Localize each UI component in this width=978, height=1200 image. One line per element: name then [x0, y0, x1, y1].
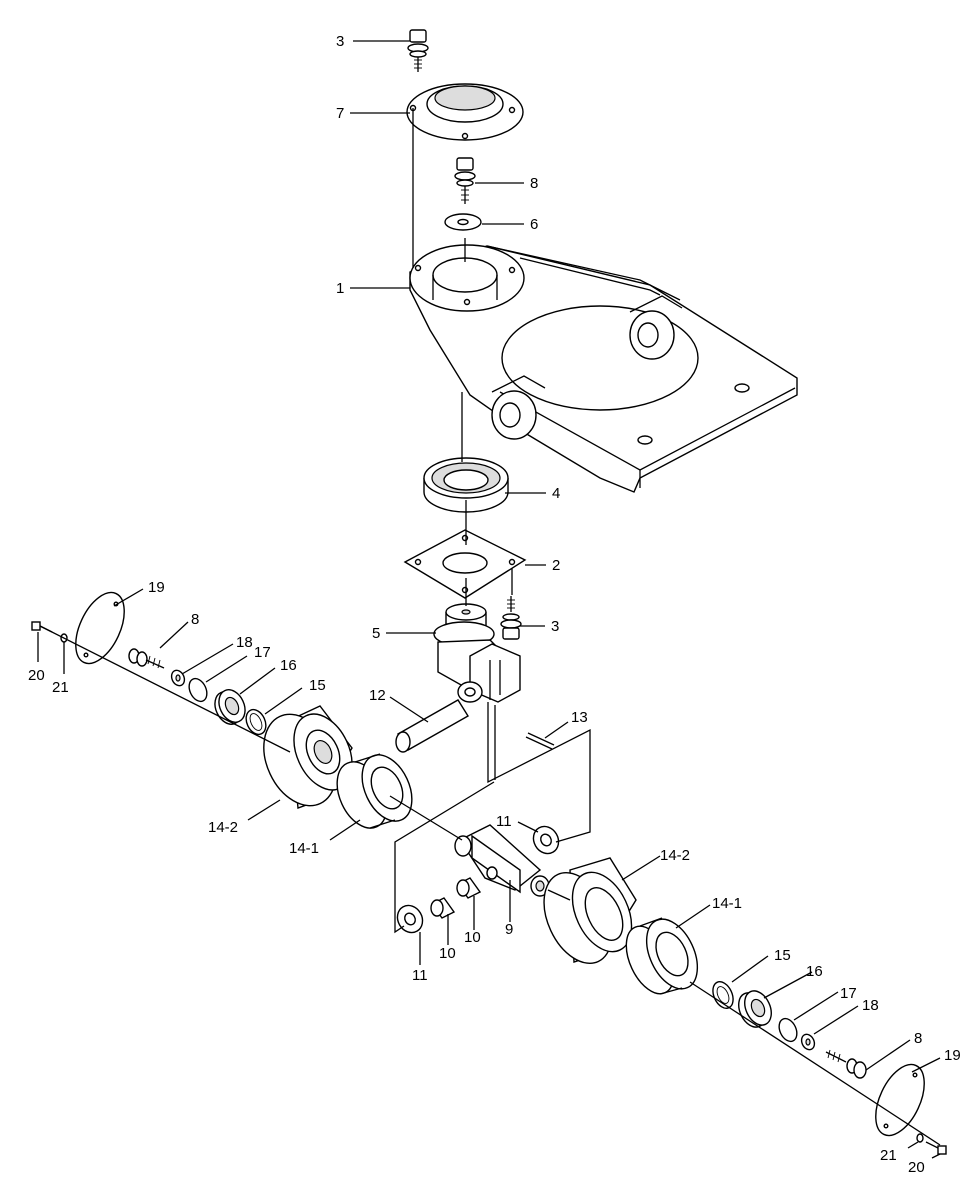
part-10-sleeve-b: [456, 877, 482, 899]
callout-3-mid: 3: [551, 618, 559, 635]
part-16-bearing-left: [214, 689, 246, 725]
callout-1: 1: [336, 280, 344, 297]
callout-7: 7: [336, 105, 344, 122]
part-6-washer: [444, 213, 482, 231]
callout-16-left: 16: [280, 657, 297, 674]
part-5-fork-kingpin: [433, 603, 521, 703]
callout-21-left: 21: [52, 679, 69, 696]
callout-10-b: 10: [464, 929, 481, 946]
part-4-bearing: [423, 457, 509, 513]
callout-14-1-left: 14-1: [289, 840, 319, 857]
pivot-boss-left: [491, 390, 537, 440]
part-14-2-tyre-right: [543, 857, 637, 965]
part-3-top-bolt: [407, 29, 429, 72]
callout-17-right: 17: [840, 985, 857, 1002]
callout-5: 5: [372, 625, 380, 642]
callout-8-top: 8: [530, 175, 538, 192]
part-8-bolt-left: [128, 648, 165, 669]
callout-2: 2: [552, 557, 560, 574]
pivot-boss-right: [629, 310, 675, 360]
part-11-washer-top: [532, 825, 560, 855]
callout-14-2-left: 14-2: [208, 819, 238, 836]
part-13-split-pin: [525, 732, 555, 750]
callout-6: 6: [530, 216, 538, 233]
part-19-hubcap-right: [875, 1063, 925, 1137]
part-20-21-screw-right: [916, 1133, 947, 1155]
callout-18-left: 18: [236, 634, 253, 651]
part-2-flange-plate: [403, 529, 527, 599]
callout-21-right: 21: [880, 1147, 897, 1164]
part-8-centre-bolt: [454, 157, 476, 204]
callout-20-right: 20: [908, 1159, 925, 1176]
part-17-snap-ring-left: [188, 677, 208, 703]
callout-10-a: 10: [439, 945, 456, 962]
part-19-hubcap-left: [75, 591, 125, 665]
part-14-2-tyre-left: [263, 705, 353, 809]
callout-9: 9: [505, 921, 513, 938]
part-1-swing-arm: [409, 244, 798, 493]
part-7-cover-plate: [406, 83, 524, 141]
part-18-washer-left: [170, 669, 186, 687]
part-20-21-screw-left: [31, 621, 68, 643]
callout-8-left: 8: [191, 611, 199, 628]
callout-15-right: 15: [774, 947, 791, 964]
callout-14-2-right: 14-2: [660, 847, 690, 864]
callout-8-right: 8: [914, 1030, 922, 1047]
callout-14-1-right: 14-1: [712, 895, 742, 912]
callout-20-left: 20: [28, 667, 45, 684]
leader-lines: [37, 40, 941, 1159]
callout-15-left: 15: [309, 677, 326, 694]
callout-17-left: 17: [254, 644, 271, 661]
part-10-sleeve-a: [430, 897, 456, 919]
callout-12: 12: [369, 687, 386, 704]
part-18-washer-right: [800, 1033, 816, 1051]
callout-19-right: 19: [944, 1047, 961, 1064]
part-11-washer-bottom: [396, 904, 424, 934]
part-15-ring-left: [245, 708, 267, 736]
callout-19-left: 19: [148, 579, 165, 596]
callout-16-right: 16: [806, 963, 823, 980]
assembly-lines: [39, 108, 941, 1146]
callout-3-top: 3: [336, 33, 344, 50]
callout-11-top: 11: [496, 813, 512, 830]
callout-18-right: 18: [862, 997, 879, 1014]
callout-labels: 3 7 8 6 1 4 2 3 5 12 13 19 8 18 17 16 15…: [28, 33, 961, 1176]
part-8-bolt-right: [825, 1049, 867, 1079]
callout-11-bottom: 11: [412, 967, 428, 984]
part-9-axle: [454, 824, 550, 897]
callout-13: 13: [571, 709, 588, 726]
part-14-1-hub-right: [625, 917, 699, 995]
part-15-ring-right: [712, 981, 734, 1009]
part-3-side-bolt: [500, 596, 522, 640]
part-17-snap-ring-right: [778, 1017, 798, 1043]
part-12-pin: [395, 699, 469, 753]
callout-4: 4: [552, 485, 560, 502]
